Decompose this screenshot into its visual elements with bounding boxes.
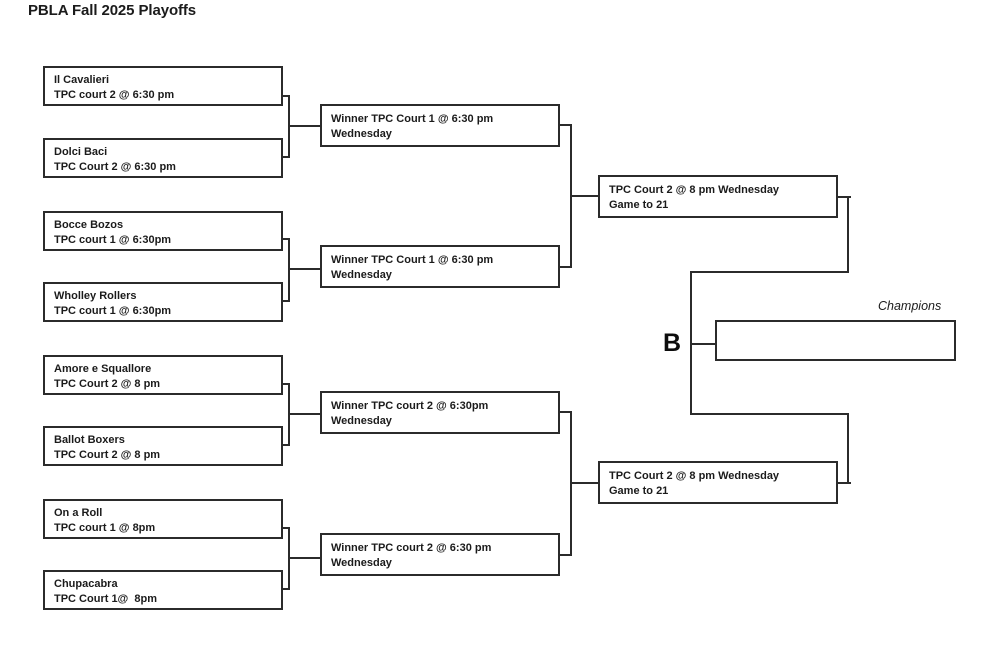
team-box-8[interactable]: Chupacabra TPC Court 1@ 8pm bbox=[43, 570, 283, 610]
connector-r2-lower-out bbox=[570, 482, 600, 484]
team-box-7[interactable]: On a Roll TPC court 1 @ 8pm bbox=[43, 499, 283, 539]
connector-semi-upper-return bbox=[690, 271, 849, 273]
team-box-6[interactable]: Ballot Boxers TPC Court 2 @ 8 pm bbox=[43, 426, 283, 466]
connector-semi-lower-vert bbox=[847, 413, 849, 484]
connector-r1-pair3-out bbox=[288, 413, 322, 415]
team-name: Bocce Bozos bbox=[54, 219, 124, 231]
connector-semi-lower-out bbox=[838, 482, 851, 484]
champion-box[interactable] bbox=[715, 320, 956, 361]
connector-r1-pair4-top bbox=[283, 527, 290, 529]
round2-box-4[interactable]: Winner TPC court 2 @ 6:30 pm Wednesday bbox=[320, 533, 560, 576]
connector-r2-lower-top bbox=[560, 411, 572, 413]
round2-box-2[interactable]: Winner TPC Court 1 @ 6:30 pm Wednesday bbox=[320, 245, 560, 288]
team-box-4[interactable]: Wholley Rollers TPC court 1 @ 6:30pm bbox=[43, 282, 283, 322]
round2-name: Winner TPC Court 1 @ 6:30 pm bbox=[331, 113, 494, 125]
team-detail: TPC Court 2 @ 6:30 pm bbox=[54, 160, 176, 173]
team-name: Wholley Rollers bbox=[54, 290, 137, 302]
round2-detail: Wednesday bbox=[331, 556, 392, 569]
connector-r2-upper-bottom bbox=[560, 266, 572, 268]
connector-semi-upper-out bbox=[838, 196, 851, 198]
connector-r2-upper-top bbox=[560, 124, 572, 126]
team-name: Il Cavalieri bbox=[54, 74, 110, 86]
connector-r1-pair1-top bbox=[283, 95, 290, 97]
connector-r1-pair1-out bbox=[288, 125, 322, 127]
team-detail: TPC court 1 @ 8pm bbox=[54, 521, 156, 534]
team-detail: TPC court 2 @ 6:30 pm bbox=[54, 88, 175, 101]
round2-name: Winner TPC court 2 @ 6:30 pm bbox=[331, 542, 492, 554]
connector-r1-pair1-bottom bbox=[283, 156, 290, 158]
semifinal-box-1[interactable]: TPC Court 2 @ 8 pm Wednesday Game to 21 bbox=[598, 175, 838, 218]
connector-r1-pair2-top bbox=[283, 238, 290, 240]
team-box-1[interactable]: Il Cavalieri TPC court 2 @ 6:30 pm bbox=[43, 66, 283, 106]
connector-r1-pair2-bottom bbox=[283, 300, 290, 302]
connector-r1-pair2-vert bbox=[288, 238, 290, 302]
connector-semi-upper-vert bbox=[847, 196, 849, 273]
connector-r2-lower-bottom bbox=[560, 554, 572, 556]
semifinal-detail: Game to 21 bbox=[609, 198, 669, 211]
team-name: Dolci Baci bbox=[54, 146, 108, 158]
team-detail: TPC Court 2 @ 8 pm bbox=[54, 377, 161, 390]
page-title: PBLA Fall 2025 Playoffs bbox=[28, 2, 197, 19]
connector-semi-lower-return bbox=[690, 413, 849, 415]
round2-detail: Wednesday bbox=[331, 268, 392, 281]
final-bracket-letter: B bbox=[663, 329, 682, 357]
team-detail: TPC court 1 @ 6:30pm bbox=[54, 304, 172, 317]
team-name: Amore e Squallore bbox=[54, 363, 152, 375]
connector-r2-upper-out bbox=[570, 195, 600, 197]
round2-detail: Wednesday bbox=[331, 127, 392, 140]
team-name: On a Roll bbox=[54, 507, 103, 519]
team-box-5[interactable]: Amore e Squallore TPC Court 2 @ 8 pm bbox=[43, 355, 283, 395]
team-name: Ballot Boxers bbox=[54, 434, 125, 446]
connector-final-stub bbox=[690, 343, 717, 345]
team-detail: TPC Court 1@ 8pm bbox=[54, 592, 158, 605]
team-detail: TPC court 1 @ 6:30pm bbox=[54, 233, 172, 246]
team-box-2[interactable]: Dolci Baci TPC Court 2 @ 6:30 pm bbox=[43, 138, 283, 178]
team-box-3[interactable]: Bocce Bozos TPC court 1 @ 6:30pm bbox=[43, 211, 283, 251]
round2-name: Winner TPC Court 1 @ 6:30 pm bbox=[331, 254, 494, 266]
team-detail: TPC Court 2 @ 8 pm bbox=[54, 448, 161, 461]
round2-detail: Wednesday bbox=[331, 414, 392, 427]
semifinal-name: TPC Court 2 @ 8 pm Wednesday bbox=[609, 470, 780, 482]
semifinal-name: TPC Court 2 @ 8 pm Wednesday bbox=[609, 184, 780, 196]
connector-r1-pair2-out bbox=[288, 268, 322, 270]
connector-r1-pair4-bottom bbox=[283, 588, 290, 590]
champions-label: Champions bbox=[878, 299, 942, 313]
round2-box-3[interactable]: Winner TPC court 2 @ 6:30pm Wednesday bbox=[320, 391, 560, 434]
connector-r1-pair3-bottom bbox=[283, 444, 290, 446]
team-name: Chupacabra bbox=[54, 578, 118, 590]
semifinal-box-2[interactable]: TPC Court 2 @ 8 pm Wednesday Game to 21 bbox=[598, 461, 838, 504]
round2-box-1[interactable]: Winner TPC Court 1 @ 6:30 pm Wednesday bbox=[320, 104, 560, 147]
connector-r1-pair4-out bbox=[288, 557, 322, 559]
connector-r1-pair3-top bbox=[283, 383, 290, 385]
semifinal-detail: Game to 21 bbox=[609, 484, 669, 497]
round2-name: Winner TPC court 2 @ 6:30pm bbox=[331, 400, 489, 412]
